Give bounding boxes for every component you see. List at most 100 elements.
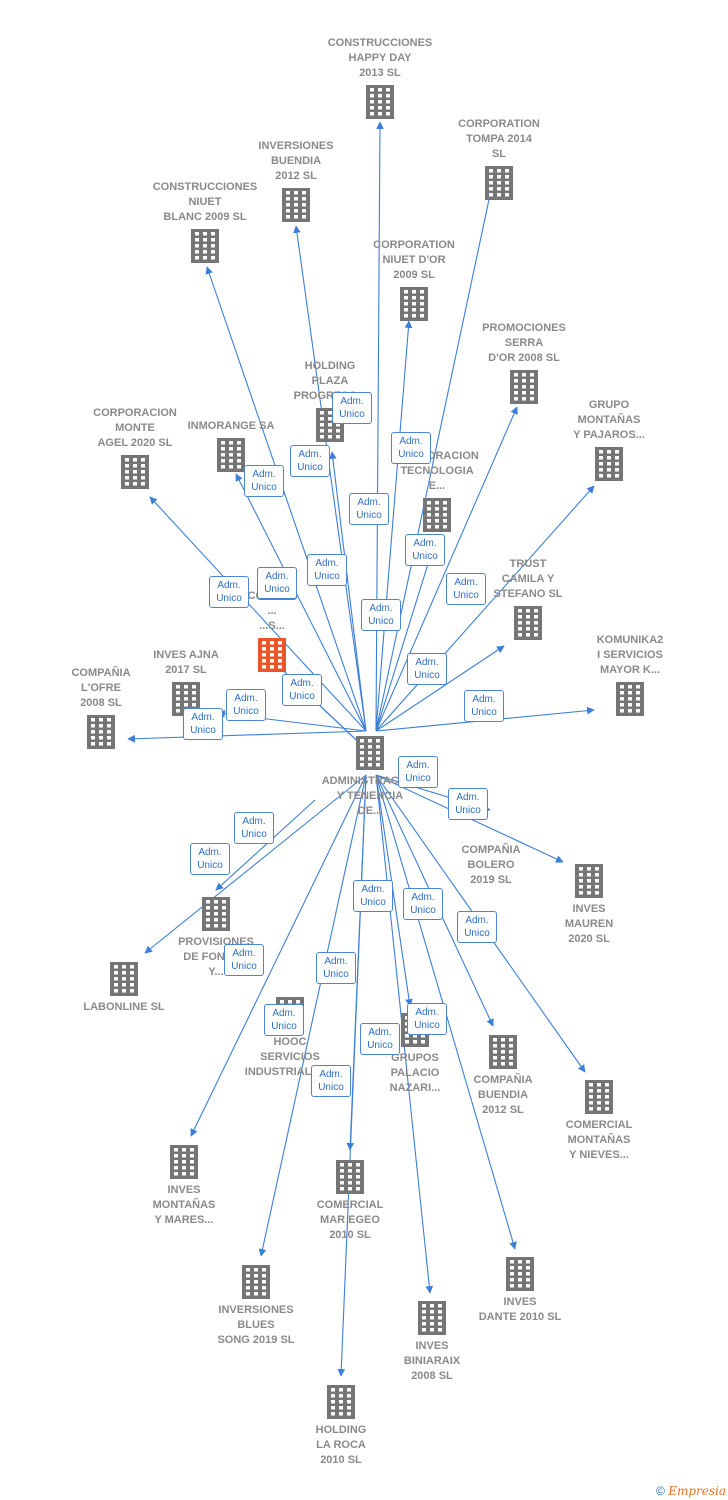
edge-label-line: Unico: [318, 1082, 344, 1093]
company-label-line: MAR EGEO: [320, 1214, 380, 1226]
edge-label-niuet-dor[interactable]: Adm.Unico: [349, 493, 389, 525]
company-label-line: BLANC 2009 SL: [163, 211, 247, 223]
edge-label-montanas-nieves[interactable]: Adm.Unico: [457, 911, 497, 943]
edge-label-biniaraix[interactable]: Adm.Unico: [360, 1023, 400, 1055]
edge-label-mar-egeo[interactable]: Adm.Unico: [316, 952, 356, 984]
company-label-line: COMERCIAL: [316, 1199, 384, 1211]
company-label-line: INVERSIONES: [258, 140, 334, 152]
edge-label-bolero[interactable]: Adm.Unico: [398, 756, 438, 788]
edge-label-camila[interactable]: Adm.Unico: [407, 653, 447, 685]
edge-label-happy-day[interactable]: Adm.Unico: [332, 392, 372, 424]
edge-ofre: [127, 730, 367, 743]
edge-label-inmorange[interactable]: Adm.Unico: [209, 576, 249, 608]
edge-label-line: Adm.: [454, 577, 478, 588]
edge-label-dante[interactable]: Adm.Unico: [407, 1003, 447, 1035]
building-icon: [422, 498, 452, 532]
company-label-line: Y PAJAROS...: [573, 429, 645, 441]
edge-label-buendia-inv[interactable]: Adm.Unico: [290, 445, 330, 477]
edge-label-line: Adm.: [361, 884, 385, 895]
edge-label-ofre[interactable]: Adm.Unico: [183, 708, 223, 740]
edge-label-palacio[interactable]: Adm.Unico: [353, 880, 393, 912]
edge-label-line: Unico: [455, 805, 481, 816]
company-label: LABONLINE SL: [83, 1000, 164, 1015]
company-label-line: CONSTRUCCIONES: [327, 37, 433, 49]
edge-label-line: Adm.: [252, 469, 276, 480]
edge-label-niuet-blanc[interactable]: Adm.Unico: [244, 465, 284, 497]
edge-monte-agel: [149, 496, 367, 732]
company-label-line: INVES: [167, 1184, 201, 1196]
company-label-line: MONTE: [115, 422, 155, 434]
edge-label-serra-dor[interactable]: Adm.Unico: [405, 534, 445, 566]
company-label-line: NIUET: [188, 196, 222, 208]
edge-montanas-pajaros: [375, 485, 595, 732]
edge-label-ajna[interactable]: Adm.Unico: [226, 689, 266, 721]
company-node-inmorange[interactable]: INMORANGE SA: [171, 419, 291, 472]
edge-label-tompa[interactable]: Adm.Unico: [391, 432, 431, 464]
edge-label-line: Adm.: [406, 760, 430, 771]
edge-label-labonline[interactable]: Adm.Unico: [190, 843, 230, 875]
company-label-line: DANTE 2010 SL: [478, 1311, 562, 1323]
edge-label-montanas-pajaros[interactable]: Adm.Unico: [446, 573, 486, 605]
edge-label-montanas-mares[interactable]: Adm.Unico: [224, 944, 264, 976]
building-icon: [615, 682, 645, 716]
edge-label-extra-0[interactable]: Adm.Unico: [257, 567, 297, 599]
edge-label-tecnologia[interactable]: Adm.Unico: [361, 599, 401, 631]
company-label-line: 2013 SL: [359, 67, 401, 79]
company-label-line: CORPORATION: [373, 239, 455, 251]
company-label-line: CORPORACION: [93, 407, 177, 419]
edge-label-mauren[interactable]: Adm.Unico: [448, 788, 488, 820]
building-icon: [109, 962, 139, 996]
edge-label-line: Adm.: [272, 1008, 296, 1019]
edge-label-plaza-progreso[interactable]: Adm.Unico: [307, 554, 347, 586]
edge-label-line: Unico: [412, 551, 438, 562]
company-node-labonline[interactable]: LABONLINE SL: [64, 962, 184, 1015]
edge-label-la-roca[interactable]: Adm.Unico: [311, 1065, 351, 1097]
edge-extra-2: [215, 799, 316, 891]
building-icon: [326, 1385, 356, 1419]
company-label-line: COMPAÑIA: [473, 1074, 533, 1086]
company-label-line: 2009 SL: [393, 269, 435, 281]
edge-label-extra-2[interactable]: Adm.Unico: [234, 812, 274, 844]
building-icon: [216, 438, 246, 472]
building-icon: [281, 188, 311, 222]
edge-label-komunika[interactable]: Adm.Unico: [464, 690, 504, 722]
edge-label-buendia-comp[interactable]: Adm.Unico: [403, 888, 443, 920]
edge-label-extra-1[interactable]: Adm.Unico: [282, 674, 322, 706]
edge-blues: [258, 774, 367, 1257]
building-icon: [584, 1080, 614, 1114]
edge-label-blues[interactable]: Adm.Unico: [264, 1004, 304, 1036]
building-icon: [574, 864, 604, 898]
